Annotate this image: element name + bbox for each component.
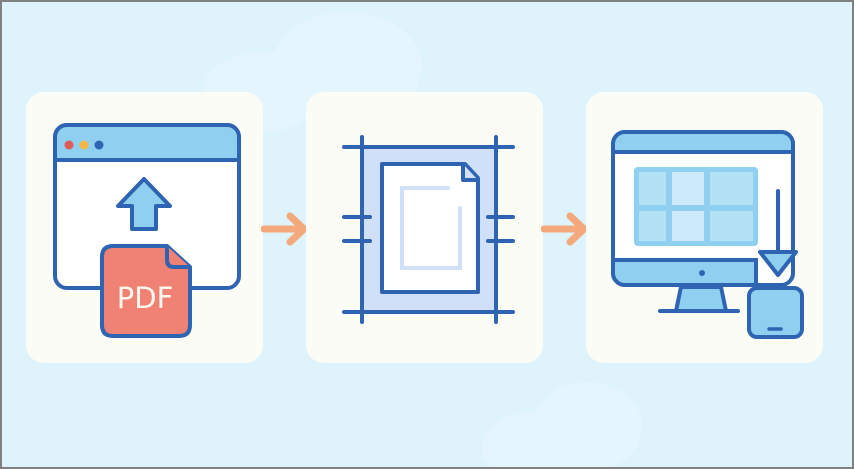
arrow-right-icon bbox=[261, 212, 308, 246]
pdf-file-label: PDF bbox=[117, 281, 174, 315]
background-cloud-bottom-side bbox=[482, 412, 582, 467]
page-layout-crop-marks-icon bbox=[342, 135, 515, 324]
step-upload-panel: PDF bbox=[26, 92, 263, 363]
desktop-to-tablet-icon bbox=[611, 130, 804, 339]
step-layout-panel bbox=[306, 92, 543, 363]
step-export-panel bbox=[586, 92, 823, 363]
browser-upload-pdf-icon: PDF bbox=[53, 123, 241, 338]
arrow-right-icon bbox=[541, 212, 588, 246]
